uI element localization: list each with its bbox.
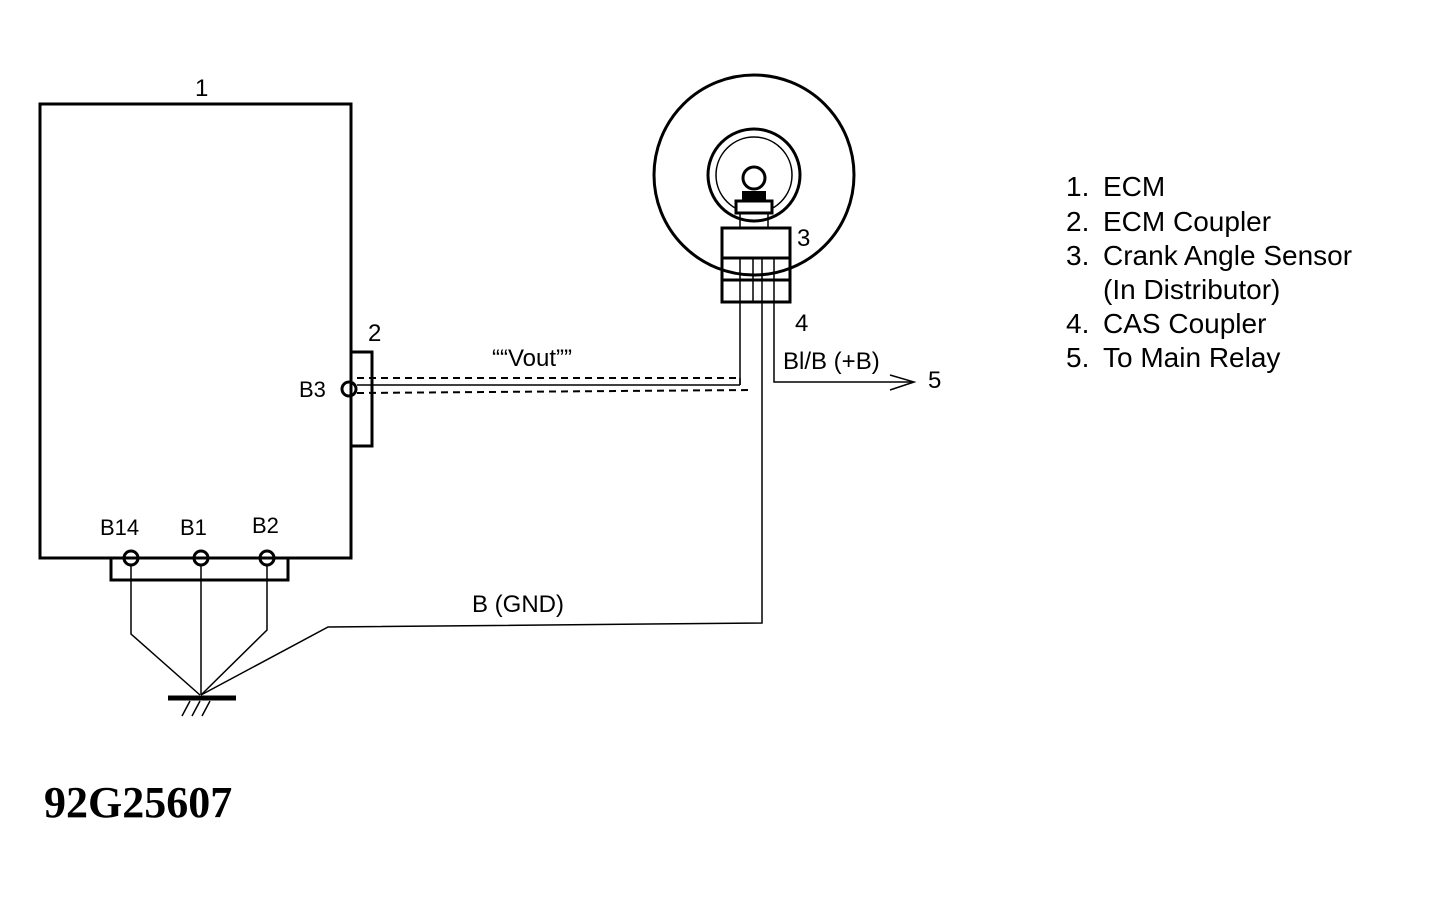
legend-item-1-num: 1. (1066, 171, 1089, 202)
power-wiring: Bl/B (+B) 5 (773, 302, 941, 394)
legend-item-3-text: Crank Angle Sensor (1103, 240, 1352, 271)
ecm-coupler-number-label: 2 (368, 320, 381, 347)
ground-wiring: B (GND) (130, 302, 763, 717)
ecm-coupler-body (349, 350, 374, 448)
cas-coupler-upper (720, 256, 792, 282)
legend-item-3b-text: (In Distributor) (1103, 274, 1280, 305)
distributor: 3 (652, 73, 856, 277)
vout-signal-wiring: ““Vout”” (356, 302, 751, 394)
ecm-ground-coupler: B14 B1 B2 (100, 513, 290, 582)
ecm-unit: 1 (38, 75, 353, 560)
power-arrow-head (889, 374, 917, 391)
ecm-box (38, 102, 353, 560)
pin-b3-terminal (340, 380, 358, 398)
power-wire (773, 302, 912, 383)
ground-coupler-body (109, 556, 290, 582)
legend: 1. ECM 2. ECM Coupler 3. Crank Angle Sen… (1066, 171, 1352, 373)
legend-item-4-num: 4. (1066, 308, 1089, 339)
vout-shield-lower (356, 389, 751, 394)
sensor-number-label: 3 (797, 225, 810, 252)
ecm-coupler: 2 B3 (299, 320, 381, 448)
cas-coupler: 4 (720, 256, 808, 337)
distributor-inner-ring (706, 127, 802, 223)
legend-item-3-num: 3. (1066, 240, 1089, 271)
legend-item-5-num: 5. (1066, 342, 1089, 373)
sensor-stem (734, 199, 774, 215)
distributor-shaft (741, 165, 767, 191)
crank-angle-sensor (720, 226, 792, 260)
cas-coupler-number-label: 4 (795, 310, 808, 337)
pin-b2-label: B2 (252, 513, 279, 538)
figure-id: 92G25607 (44, 778, 232, 827)
pin-b14-label: B14 (100, 515, 139, 540)
cas-coupler-lower (720, 278, 792, 304)
legend-item-1-text: ECM (1103, 171, 1165, 202)
sensor-neck (742, 191, 766, 201)
distributor-housing (652, 73, 856, 277)
ground-symbol-hatch (181, 700, 211, 717)
pin-b3-label: B3 (299, 377, 326, 402)
pin-b1-label: B1 (180, 515, 207, 540)
legend-item-2-text: ECM Coupler (1103, 206, 1271, 237)
ground-wire-label: B (GND) (472, 591, 564, 618)
main-relay-number-label: 5 (928, 367, 941, 394)
ecm-number-label: 1 (195, 75, 208, 102)
legend-item-4-text: CAS Coupler (1103, 308, 1266, 339)
sensor-ground-wire (200, 302, 763, 696)
legend-item-5-text: To Main Relay (1103, 342, 1280, 373)
b14-ground-wire (130, 565, 201, 696)
legend-item-2-num: 2. (1066, 206, 1089, 237)
b2-ground-wire (200, 565, 268, 696)
vout-label: ““Vout”” (492, 345, 572, 372)
power-wire-label: Bl/B (+B) (783, 348, 880, 375)
